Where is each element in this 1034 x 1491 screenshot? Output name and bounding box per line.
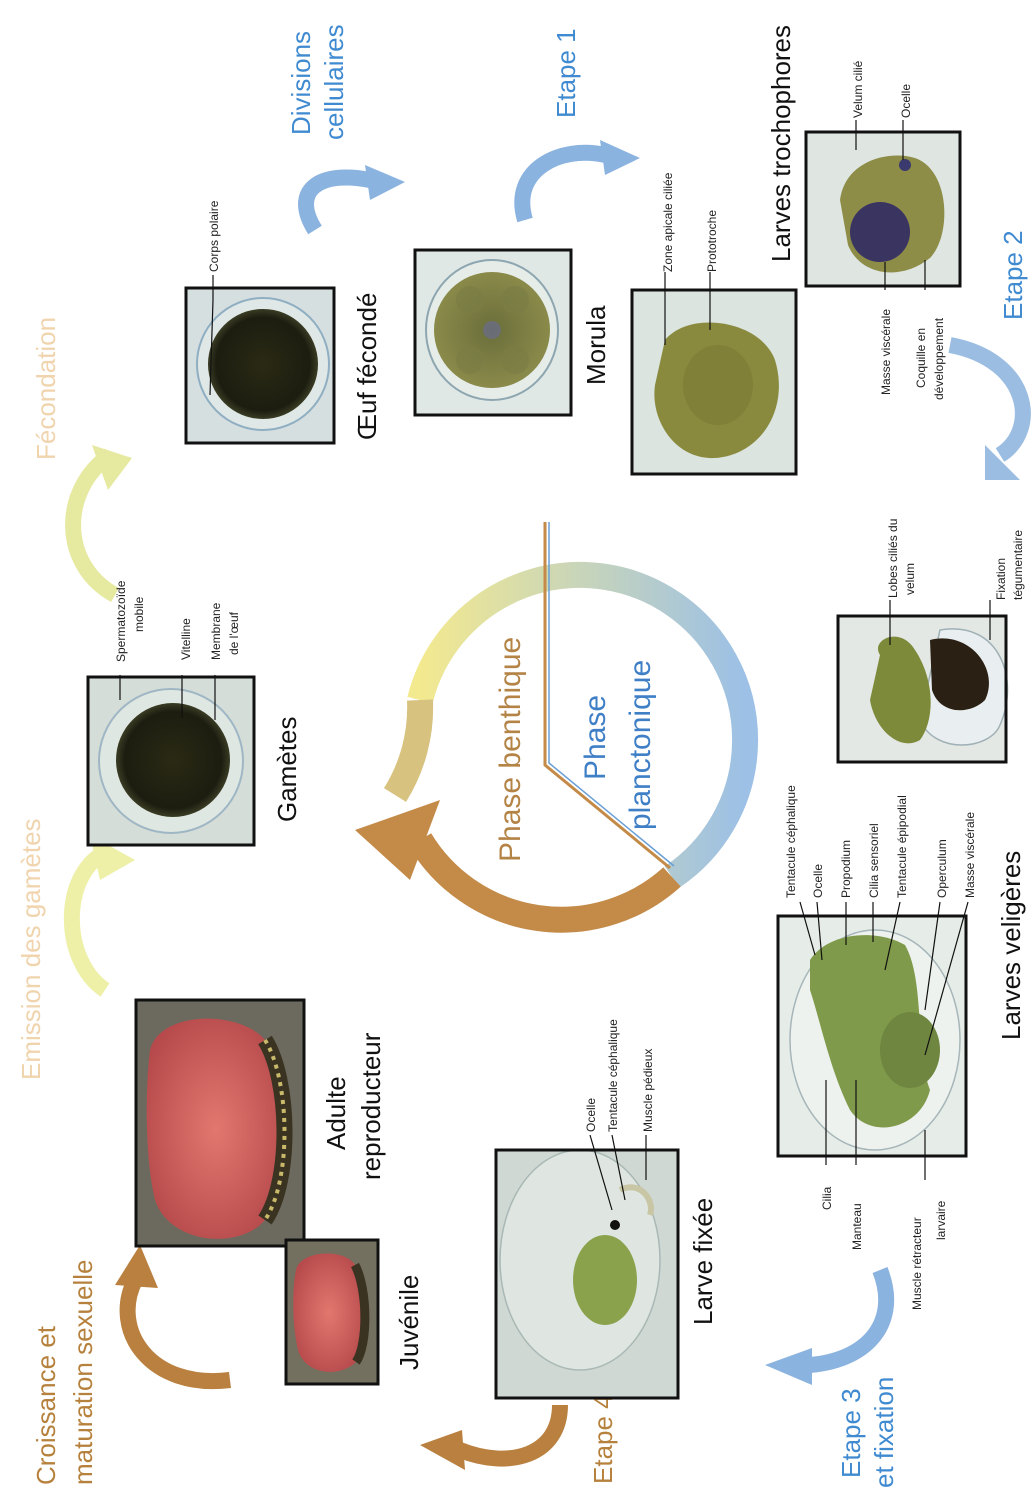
stage-trochophores-title: Larves trochophores <box>766 25 796 262</box>
stage-adulte-title-1: Adulte <box>321 1076 351 1150</box>
gametes-label-vitelline: Vitelline <box>179 618 193 660</box>
panel-morula-egg: Morula <box>415 250 611 415</box>
arrow-etape2 <box>950 345 1023 480</box>
veliger-label-larvaire: larvaire <box>934 1200 948 1240</box>
panel-oeuf: Corps polaire Œuf fécondé <box>186 200 382 443</box>
phase-planktonic-label-2: planctonique <box>624 660 657 830</box>
morula-label-zone-apicale: Zone apicale ciliée <box>661 172 675 272</box>
trocho-label-coquille: Coquille en <box>914 328 928 388</box>
trocho-label-developpement: développement <box>932 317 946 400</box>
panel-adulte: Adulte reproducteur <box>136 1000 386 1246</box>
fixee-label-ocelle: Ocelle <box>584 1098 598 1132</box>
arrow-croissance <box>115 1245 230 1381</box>
central-cycle-ring: Phase benthique Phase planctonique <box>355 522 745 920</box>
veliger-label-ocelle: Ocelle <box>811 864 825 898</box>
step-etape3-label-2: et fixation <box>869 1377 899 1488</box>
panel-veliger: Tentacule céphalique Ocelle Propodium Ci… <box>778 785 1026 1310</box>
arrow-etape3 <box>765 1270 886 1385</box>
veliger-label-manteau: Manteau <box>850 1203 864 1250</box>
stage-morula-title: Morula <box>581 305 611 385</box>
stage-oeuf-title: Œuf fécondé <box>352 293 382 440</box>
step-divisions-label-2: cellulaires <box>319 24 349 140</box>
stage-veligeres-title: Larves veligères <box>996 851 1026 1040</box>
gametes-label-sperm: Spermatozoïde <box>114 580 128 662</box>
step-divisions-label-1: Divisions <box>286 31 316 135</box>
arrow-etape1 <box>522 140 640 220</box>
velum-label-tegumentaire: tégumentaire <box>1011 530 1025 600</box>
arrow-fecondation <box>73 445 132 595</box>
trocho-label-velum: Velum cilié <box>851 60 865 118</box>
panel-juvenile: Juvénile <box>286 1240 424 1384</box>
velum-label-lobes: Lobes ciliés du <box>886 519 900 598</box>
gametes-label-mobile: mobile <box>132 596 146 632</box>
veliger-label-muscle-retracteur: Muscle rétracteur <box>910 1217 924 1310</box>
stage-juvenile-title: Juvénile <box>394 1275 424 1370</box>
trocho-label-ocelle: Ocelle <box>899 84 913 118</box>
ring-lower-arc <box>420 840 672 920</box>
veliger-label-cilia-sensoriel: Cilia sensoriel <box>867 823 881 898</box>
fixee-label-tentacule: Tentacule céphalique <box>606 1019 620 1132</box>
step-etape2-label: Etape 2 <box>998 230 1028 320</box>
step-etape3-label-1: Etape 3 <box>836 1388 866 1478</box>
panel-larve-fixee: Ocelle Tentacule céphalique Muscle pédie… <box>496 1019 718 1398</box>
phase-planktonic-label-1: Phase <box>579 695 612 780</box>
veliger-label-tentacule-cephalique: Tentacule céphalique <box>784 785 798 898</box>
morula-label-prototroche: Prototroche <box>705 210 719 272</box>
arrow-divisions <box>306 165 405 230</box>
trocho-label-masse: Masse viscérale <box>879 309 893 395</box>
fixee-label-muscle-pedieux: Muscle pédieux <box>641 1049 655 1132</box>
arrow-emission <box>72 835 135 990</box>
veliger-label-propodium: Propodium <box>839 840 853 898</box>
gametes-label-oeuf: de l'œuf <box>227 611 241 655</box>
stage-larve-fixee-title: Larve fixée <box>688 1198 718 1325</box>
oeuf-label-corps-polaire: Corps polaire <box>207 200 221 272</box>
stage-gametes-title: Gamètes <box>272 717 302 823</box>
arrow-etape4 <box>420 1405 560 1470</box>
veliger-label-tentacule-epipodial: Tentacule épipodial <box>895 795 909 898</box>
veliger-label-masse-viscerale: Masse viscérale <box>963 812 977 898</box>
step-croissance-label-2: maturation sexuelle <box>68 1260 98 1485</box>
step-etape1-label: Etape 1 <box>551 28 581 118</box>
velum-label-velum: velum <box>903 563 917 595</box>
step-etape4-label: Etape 4 <box>588 1394 618 1484</box>
gametes-label-membrane: Membrane <box>209 602 223 660</box>
stage-adulte-title-2: reproducteur <box>356 1032 386 1180</box>
veliger-label-cilia: Cilia <box>820 1186 834 1210</box>
step-fecondation-label: Fécondation <box>31 317 61 460</box>
panel-gametes: Spermatozoïde mobile Vitelline Membrane … <box>88 580 302 845</box>
phase-benthic-label: Phase benthique <box>494 637 527 862</box>
panel-velum: Lobes ciliés du velum Fixation tégumenta… <box>838 519 1025 762</box>
step-emission-label: Emission des gamètes <box>16 818 46 1080</box>
veliger-label-operculum: Operculum <box>935 839 949 898</box>
step-croissance-label-1: Croissance et <box>31 1325 61 1485</box>
velum-label-fixation: Fixation <box>994 558 1008 600</box>
